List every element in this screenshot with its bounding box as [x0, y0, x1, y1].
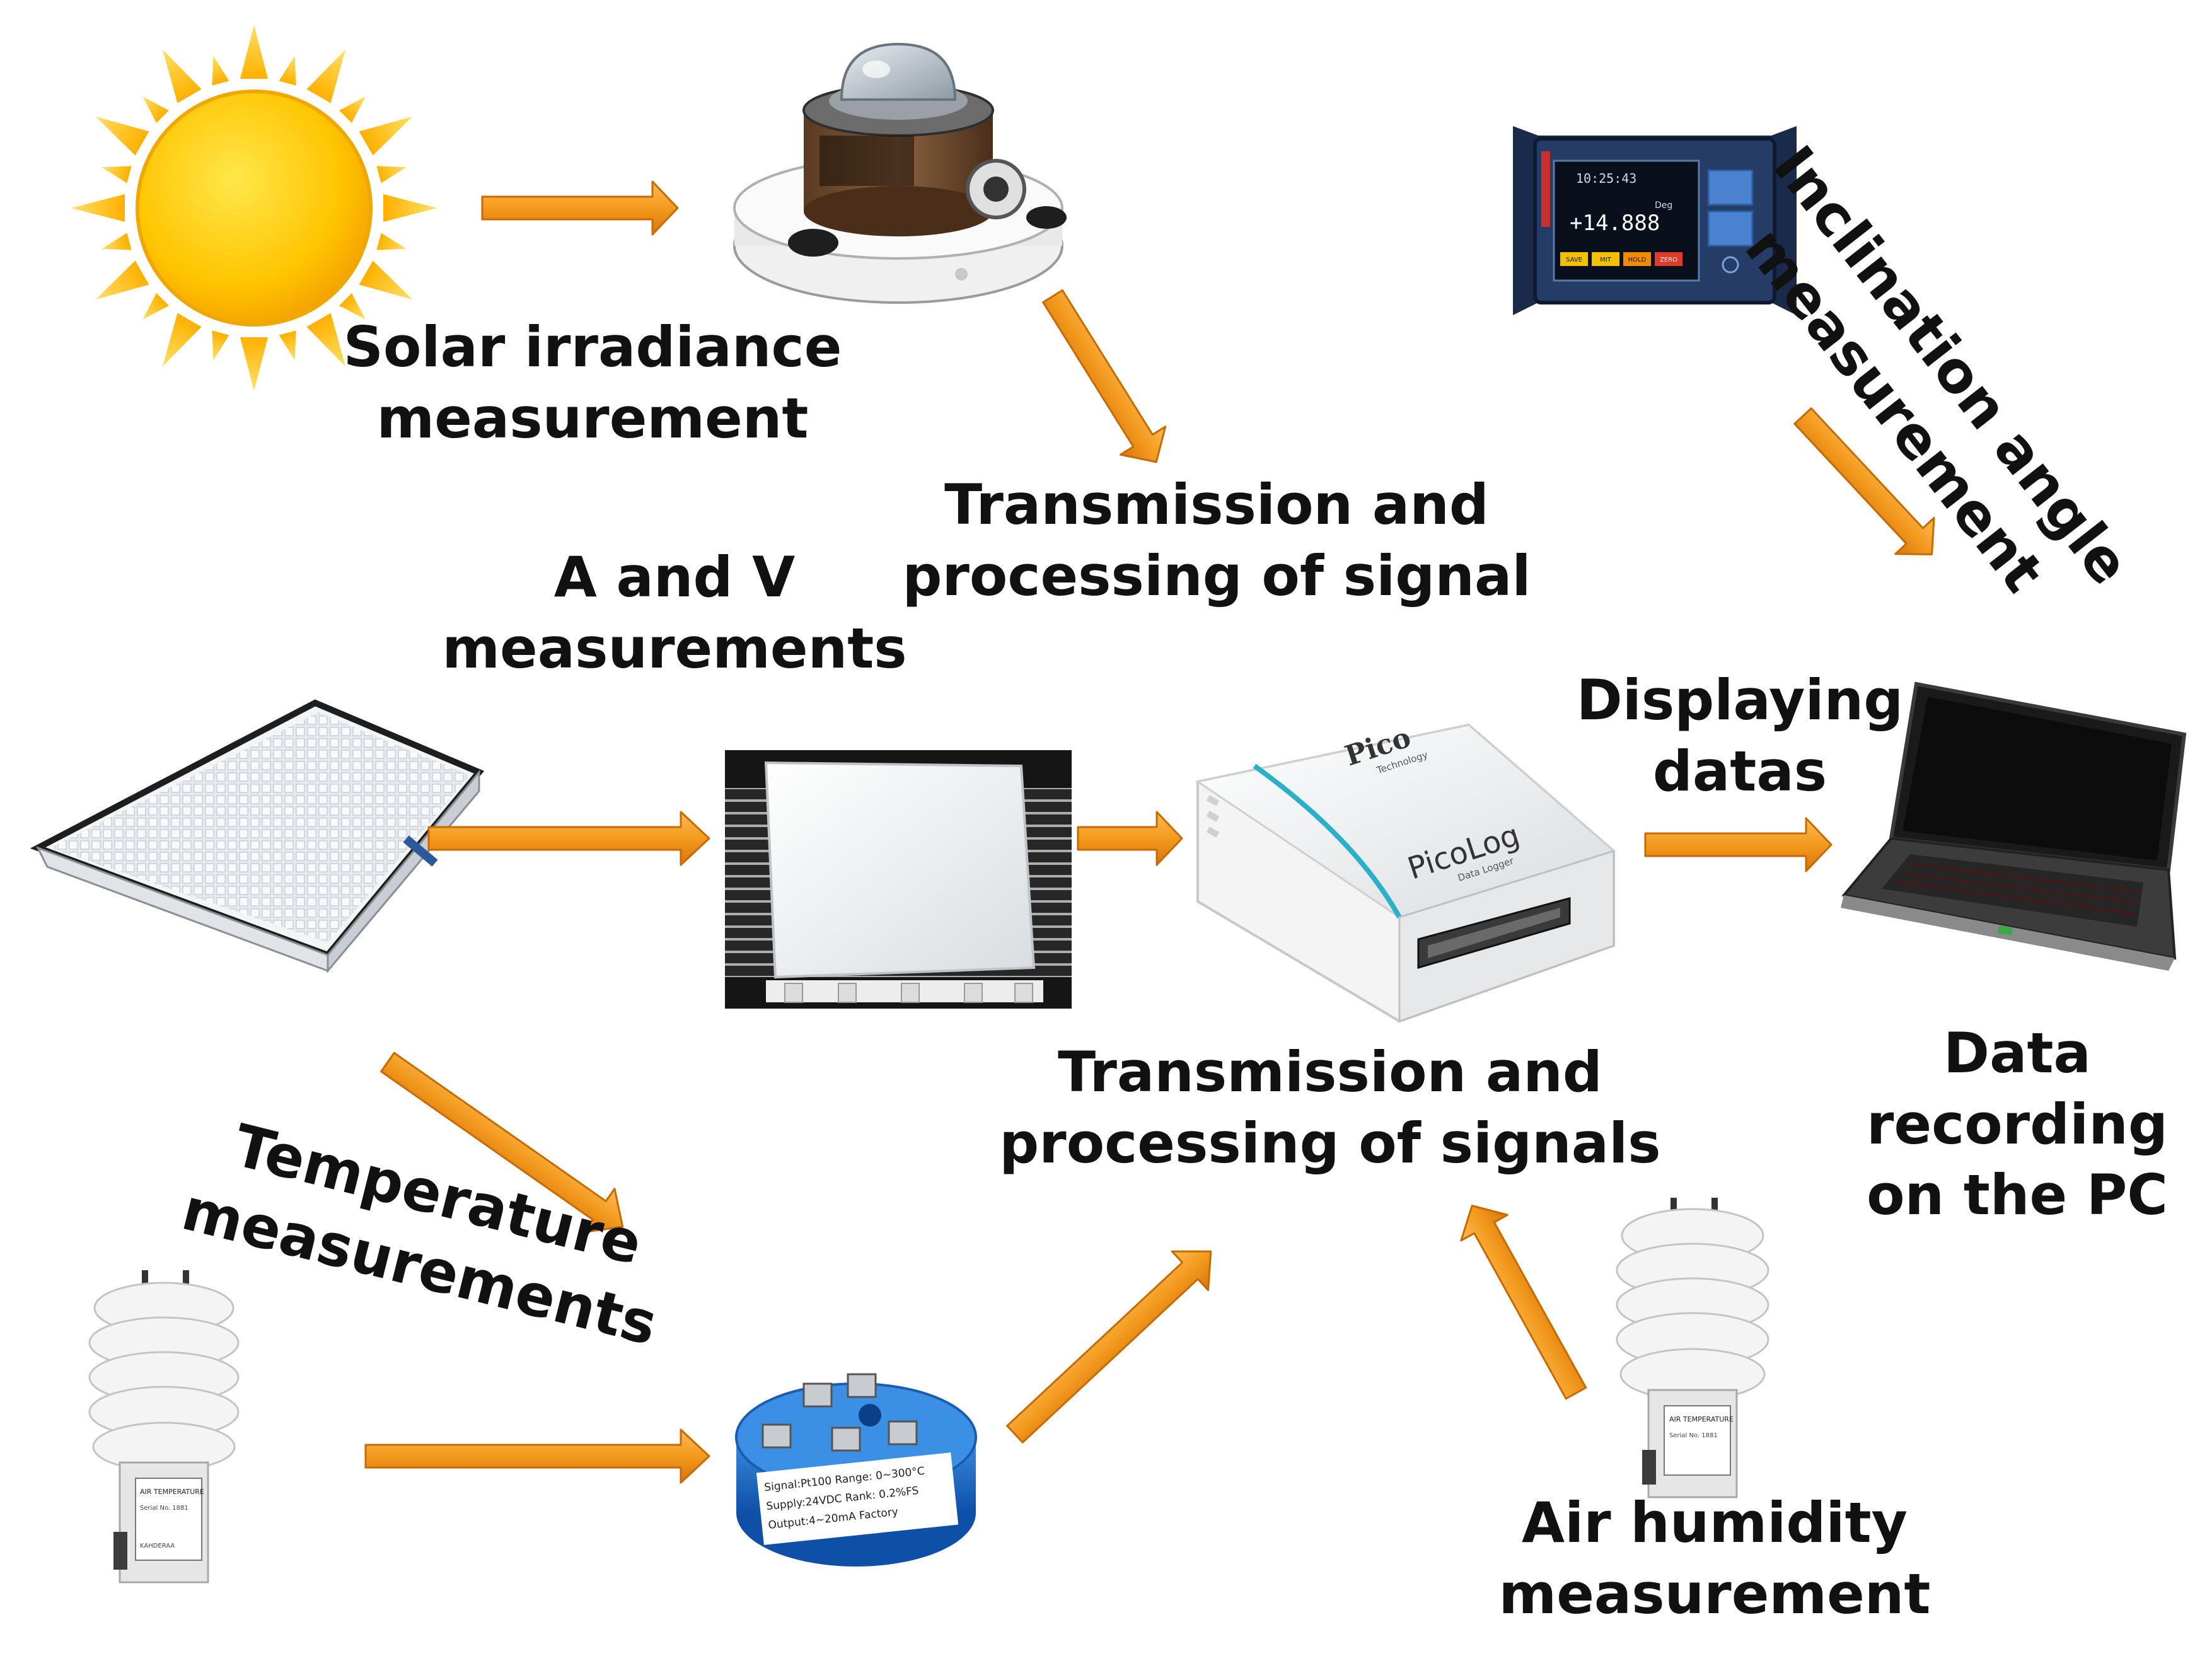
arrow-logger-to-laptop [1644, 817, 1833, 872]
label-data-recording-line-3: on the PC [1867, 1162, 2168, 1228]
picolog-data-logger-icon: Pico Technology PicoLog Data Logger [1195, 721, 1616, 1023]
label-solar-irradiance: Solar irradiance measurement [340, 312, 845, 454]
arrow-transmitter-to-logger [1006, 1250, 1212, 1444]
label-av-measurements: A and V measurements [416, 542, 933, 684]
label-displaying-line-1: Displaying [1576, 668, 1904, 733]
inclinometer-button-save: SAVE [1566, 257, 1582, 264]
laptop-icon [1841, 681, 2187, 971]
measurement-box-icon [725, 750, 1072, 1009]
label-data-recording-line-1: Data [1943, 1021, 2091, 1086]
inclinometer-reading: +14.888 [1570, 211, 1660, 236]
inclinometer-time: 10:25:43 [1576, 171, 1636, 186]
inclinometer-unit: Deg [1655, 200, 1672, 211]
label-solar-line-1: Solar irradiance [343, 315, 842, 379]
arrow-panel-to-box [427, 811, 710, 866]
temperature-transmitter-icon: Signal:Pt100 Range: 0~300°C Supply:24VDC… [735, 1373, 977, 1567]
pv-panel-icon [30, 699, 485, 974]
inclinometer-icon: 10:25:43 Deg +14.888 SAVE MIT HOLD ZERO [1513, 126, 1797, 315]
temperature-sensor-serial: Serial No. 1881 [140, 1505, 188, 1512]
label-av-line-1: A and V [553, 545, 796, 610]
label-air-humidity: Air humidity measurement [1462, 1488, 1967, 1630]
air-temperature-sensor-icon: AIR TEMPERATURE Serial No. 1881 KAHDERAA [88, 1270, 240, 1584]
label-solar-line-2: measurement [376, 385, 809, 451]
inclinometer-button-mit: MIT [1600, 257, 1612, 264]
air-humidity-sensor-icon: AIR TEMPERATURE Serial No. 1881 [1616, 1198, 1769, 1498]
temperature-sensor-maker: KAHDERAA [140, 1543, 175, 1549]
label-transmission-signals-line-2: processing of signals [999, 1110, 1661, 1176]
humidity-sensor-tag: AIR TEMPERATURE [1669, 1415, 1734, 1423]
label-transmission-signal-line-1: Transmission and [944, 472, 1489, 537]
humidity-sensor-serial: Serial No. 1881 [1669, 1432, 1718, 1439]
arrow-temp-sensor-to-transmitter [364, 1428, 710, 1484]
label-humidity-line-2: measurement [1498, 1561, 1931, 1626]
inclinometer-button-zero: ZERO [1660, 257, 1677, 264]
inclinometer-button-hold: HOLD [1628, 257, 1647, 264]
label-transmission-signals-line-1: Transmission and [1058, 1040, 1602, 1104]
arrow-humidity-to-logger [1460, 1205, 1587, 1400]
label-displaying-line-2: datas [1652, 738, 1827, 804]
label-data-recording-line-2: recording [1867, 1091, 2168, 1157]
arrow-pyranometer-to-logger [1042, 289, 1167, 463]
temperature-sensor-tag: AIR TEMPERATURE [140, 1488, 204, 1496]
label-transmission-signal: Transmission and processing of signal [895, 470, 1538, 611]
arrow-inclinometer-to-laptop [1793, 407, 1935, 555]
label-humidity-line-1: Air humidity [1521, 1490, 1908, 1555]
label-displaying-datas: Displaying datas [1557, 665, 1923, 807]
arrow-box-to-logger [1077, 811, 1183, 866]
label-av-line-2: measurements [442, 615, 907, 681]
arrow-sun-to-pyranometer [481, 180, 679, 236]
label-data-recording: Data recording on the PC [1841, 1018, 2194, 1231]
arrow-panel-to-transmitter [380, 1051, 624, 1234]
sun-icon [71, 25, 437, 391]
label-transmission-signal-line-2: processing of signal [902, 543, 1531, 608]
pyranometer-icon [733, 42, 1067, 304]
label-transmission-signals: Transmission and processing of signals [996, 1037, 1664, 1179]
